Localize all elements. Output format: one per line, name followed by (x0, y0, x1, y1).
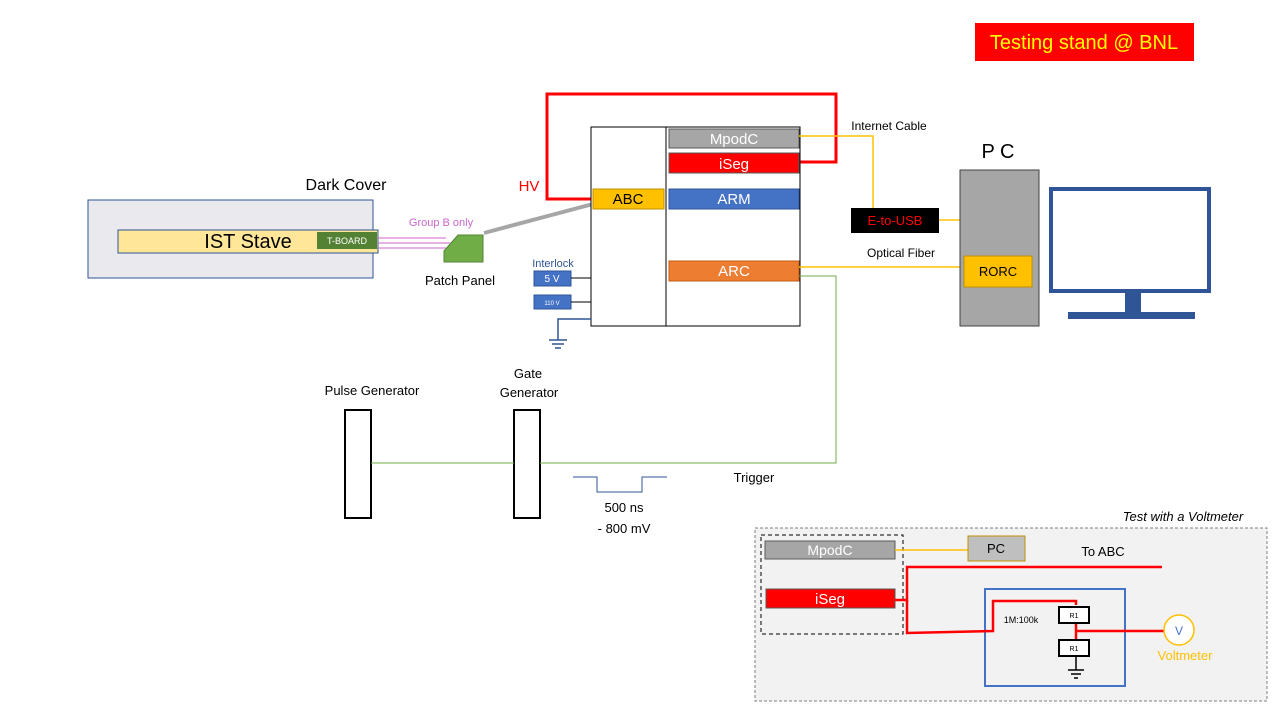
ground-icon (549, 339, 567, 349)
pulse-generator-label: Pulse Generator (325, 383, 420, 398)
gate-generator-box (513, 409, 541, 519)
gate-generator-label-2: Generator (500, 385, 559, 400)
pulse-waveform (573, 476, 667, 493)
arc-module (668, 260, 800, 282)
hv-label: HV (519, 178, 540, 195)
iseg-module (668, 152, 800, 174)
interlock-5v-label: 5 V (544, 274, 559, 285)
inset-supply-group (760, 534, 904, 635)
inset-pc-box (967, 535, 1026, 562)
rorc-label: RORC (979, 264, 1017, 279)
voltmeter-label: Voltmeter (1158, 648, 1214, 663)
gate-generator-label-1: Gate (514, 366, 542, 381)
pc-tower (959, 169, 1040, 327)
dark-cover-label: Dark Cover (306, 177, 388, 194)
banner-box (975, 23, 1194, 61)
trigger-label: Trigger (734, 470, 775, 485)
iseg-label: iSeg (719, 156, 749, 173)
group-b-label: Group B only (409, 217, 474, 229)
divider-ratio-label: 1M:100k (1004, 615, 1039, 625)
e-to-usb-box (851, 208, 939, 233)
ground-icon (1068, 669, 1084, 679)
optical-fiber-label: Optical Fiber (867, 246, 935, 260)
ist-stave-label: IST Stave (204, 231, 291, 253)
inset-pc-label: PC (987, 541, 1005, 556)
interlock-wires (571, 277, 591, 303)
hv-cable (545, 92, 838, 201)
inset-iseg-label: iSeg (815, 591, 845, 608)
internet-cable (799, 135, 874, 208)
arc-label: ARC (718, 263, 750, 280)
patch-to-abc-cable (483, 202, 594, 235)
voltmeter-symbol: V (1175, 624, 1183, 638)
abc-module (592, 188, 665, 210)
inset-iseg-box (765, 588, 896, 609)
ground-wire (557, 318, 591, 340)
group-b-wires (378, 237, 450, 249)
banner-title: Testing stand @ BNL (990, 32, 1178, 54)
interlock-label: Interlock (532, 258, 574, 270)
pulse-amplitude-label: - 800 mV (598, 521, 651, 536)
internet-cable-label: Internet Cable (851, 119, 927, 133)
inset-hv-wires (895, 565, 1165, 640)
arm-label: ARM (717, 191, 750, 208)
resistor-top (1058, 606, 1090, 624)
e-to-usb-label: E-to-USB (868, 213, 923, 228)
patch-panel-shape (443, 234, 484, 263)
arm-module (668, 188, 800, 210)
pc-title: P C (982, 141, 1015, 163)
resistor-top-label: R1 (1070, 613, 1079, 620)
monitor-icon (1049, 187, 1211, 319)
rorc-card (963, 255, 1033, 288)
divider-box (984, 588, 1126, 687)
inset-title: Test with a Voltmeter (1123, 509, 1244, 524)
resistor-bottom (1058, 639, 1090, 657)
ist-stave-box (117, 229, 379, 254)
pulse-width-label: 500 ns (604, 500, 644, 515)
tboard-box (317, 232, 377, 249)
interlock-110v-label: 110 V (544, 301, 559, 307)
resistor-bottom-label: R1 (1070, 646, 1079, 653)
mpodc-label: MpodC (710, 131, 759, 148)
tboard-label: T-BOARD (327, 236, 368, 246)
voltmeter-icon (1163, 614, 1195, 646)
trigger-cable (540, 275, 837, 464)
patch-panel-label: Patch Panel (425, 273, 495, 288)
inset-to-abc-label: To ABC (1081, 544, 1124, 559)
abc-label: ABC (613, 191, 644, 208)
mpodc-module (668, 128, 800, 149)
inset-mpodc-label: MpodC (807, 542, 852, 558)
pulse-generator-box (344, 409, 372, 519)
